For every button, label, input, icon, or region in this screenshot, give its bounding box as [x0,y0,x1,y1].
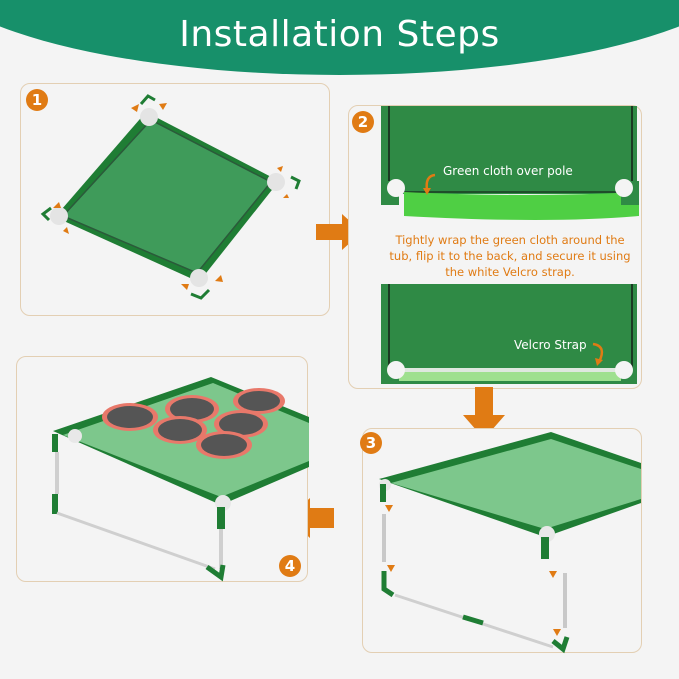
flat-frame-illustration [40,94,301,300]
step-1-badge: 1 [26,89,48,111]
step-4-panel: 4 [16,356,309,582]
green-cloth-callout: Green cloth over pole [443,164,573,178]
step-4-badge: 4 [279,555,301,577]
step-2-badge: 2 [352,111,374,133]
velcro-strap-callout: Velcro Strap [514,338,587,352]
cloth-over-pole-illustration [381,106,639,384]
frame-legs-illustration [379,432,641,654]
step-3-badge: 3 [360,432,382,454]
page-title: Installation Steps [179,14,500,55]
step-3-panel: 3 [360,428,642,654]
arrow-down-icon [463,387,505,439]
step-2-panel: 2 Green cloth over pole Tightly wrap the… [348,105,642,389]
step-2-caption: Tightly wrap the green cloth around the … [389,233,631,279]
completed-game-illustration [52,377,309,582]
step-1-panel: 1 [20,83,330,316]
